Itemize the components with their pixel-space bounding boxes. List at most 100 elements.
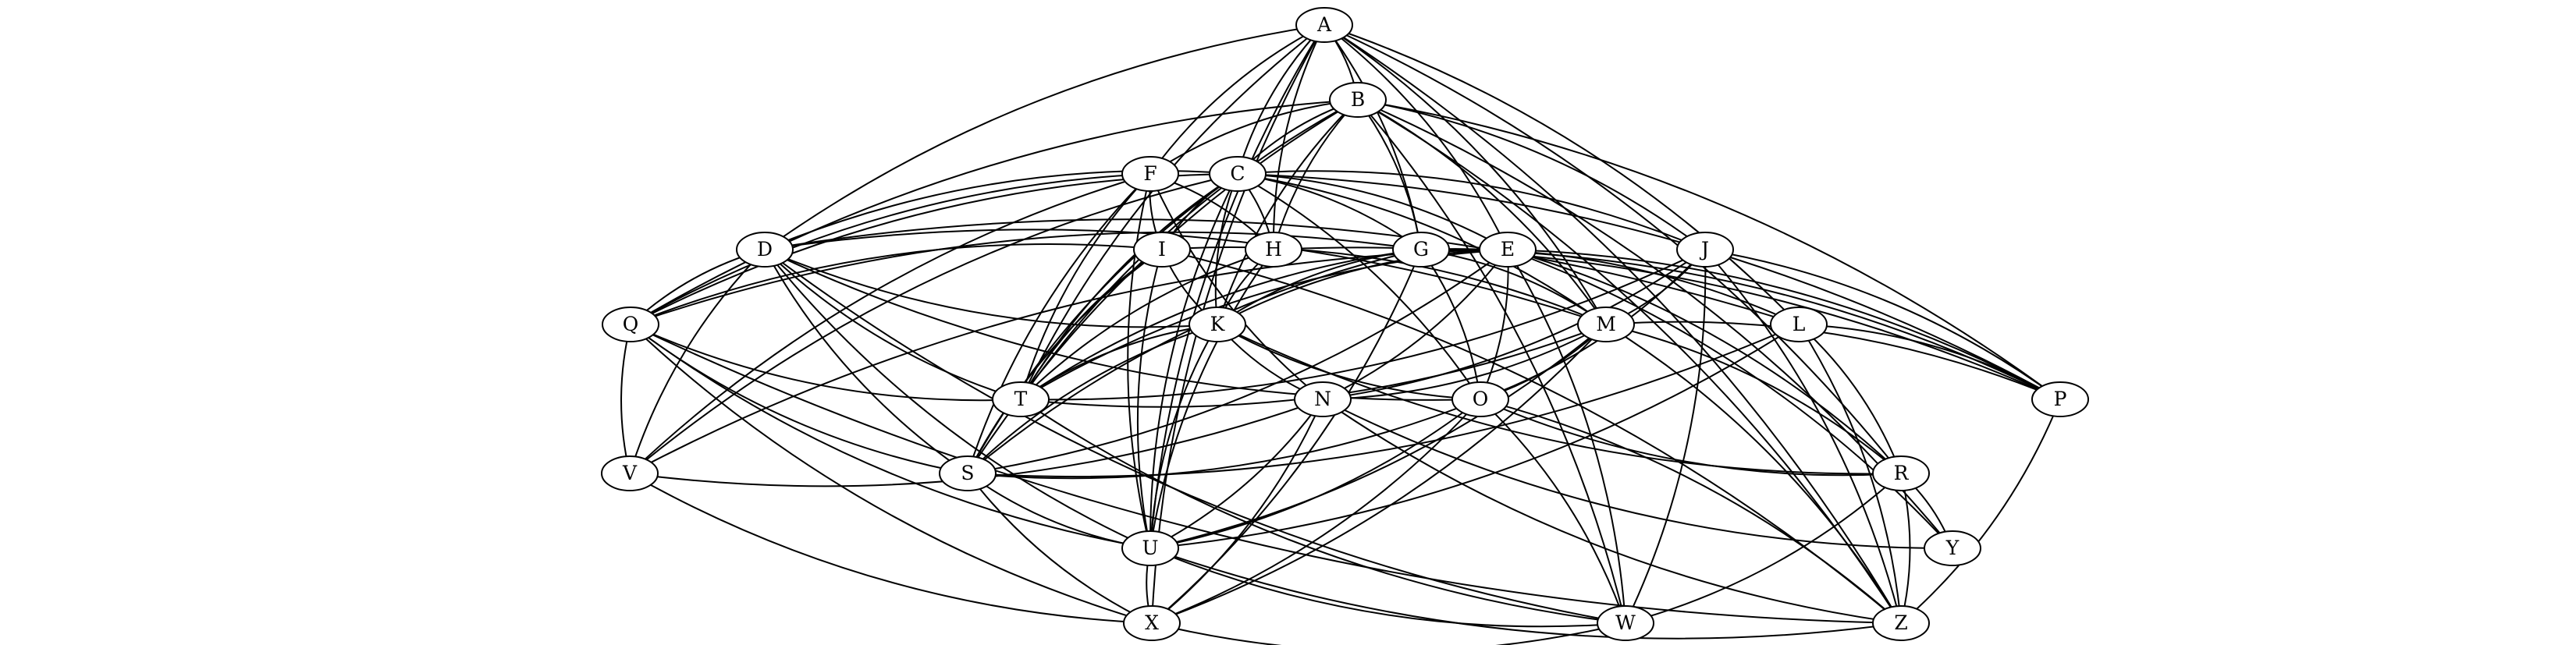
edge-F-S — [967, 173, 1151, 474]
node-A-shape — [1295, 7, 1353, 43]
node-E: E — [1479, 232, 1537, 268]
node-Q: Q — [602, 307, 659, 342]
edge-L-P — [1798, 324, 2061, 400]
edge-O-R — [1480, 399, 1902, 477]
node-D-shape — [736, 232, 794, 268]
edge-T-W — [1020, 399, 1626, 624]
node-S-label: S — [961, 462, 974, 484]
node-K-label: K — [1210, 313, 1226, 335]
edge-J-N — [1322, 249, 1706, 400]
edge-G-O — [1420, 249, 1481, 400]
edge-M-R — [1605, 324, 1902, 474]
edge-M-X — [1151, 324, 1607, 624]
node-B: B — [1329, 82, 1387, 118]
node-X-shape — [1123, 605, 1181, 641]
node-B-shape — [1329, 82, 1387, 118]
edge-O-X — [1151, 399, 1481, 624]
edge-U-Z — [1149, 548, 1902, 640]
node-Z-label: Z — [1894, 611, 1907, 634]
edge-E-N — [1322, 249, 1508, 400]
node-A: A — [1295, 7, 1353, 43]
node-Q-shape — [602, 307, 659, 342]
node-D-label: D — [757, 238, 773, 260]
edge-O-S — [967, 399, 1481, 480]
edge-N-Y — [1322, 399, 1953, 550]
node-T: T — [992, 381, 1050, 417]
node-U-label: U — [1142, 537, 1158, 559]
node-Y-shape — [1924, 530, 1981, 566]
edge-E-O — [1480, 249, 1509, 400]
edge-B-H — [1273, 99, 1359, 250]
edge-A-M — [1324, 24, 1607, 325]
node-G-shape — [1392, 232, 1450, 268]
node-J-shape — [1676, 232, 1734, 268]
node-Z: Z — [1872, 605, 1930, 641]
edge-P-Z — [1900, 399, 2061, 624]
node-N-label: N — [1314, 388, 1331, 410]
edge-K-S — [967, 324, 1218, 474]
node-Y-label: Y — [1945, 537, 1960, 559]
edge-C-E — [1237, 173, 1508, 250]
node-P: P — [2031, 381, 2089, 417]
node-T-label: T — [1014, 388, 1028, 410]
edge-R-W — [1625, 473, 1902, 624]
node-M: M — [1577, 307, 1635, 342]
node-B-label: B — [1351, 88, 1365, 111]
node-W: W — [1597, 605, 1654, 641]
node-H-label: H — [1265, 238, 1282, 260]
node-J-label: J — [1699, 238, 1709, 260]
node-P-shape — [2031, 381, 2089, 417]
edge-C-V — [629, 173, 1238, 474]
node-P-label: P — [2054, 388, 2067, 410]
edge-Q-T — [630, 324, 1022, 402]
node-F: F — [1121, 156, 1179, 192]
edge-M-U — [1149, 324, 1607, 549]
edge-Q-Z — [630, 324, 1902, 624]
node-E-shape — [1479, 232, 1537, 268]
node-S-shape — [939, 455, 997, 491]
node-L-label: L — [1793, 313, 1806, 335]
node-O: O — [1451, 381, 1509, 417]
node-X: X — [1123, 605, 1181, 641]
edge-E-S — [967, 249, 1508, 474]
edge-G-T — [1020, 249, 1422, 400]
edge-K-O — [1217, 324, 1481, 400]
edge-S-X — [967, 473, 1153, 624]
node-C: C — [1209, 156, 1267, 192]
node-K-shape — [1189, 307, 1246, 342]
edge-B-F — [1149, 99, 1359, 175]
node-R-label: R — [1894, 462, 1910, 484]
node-F-label: F — [1143, 162, 1157, 185]
node-S: S — [939, 455, 997, 491]
edge-F-Q — [630, 173, 1151, 325]
edge-I-T — [1020, 249, 1163, 400]
edge-Q-X — [630, 324, 1153, 624]
edge-B-K — [1217, 99, 1359, 325]
node-D: D — [736, 232, 794, 268]
edge-J-P — [1704, 249, 2061, 400]
node-Y: Y — [1924, 530, 1981, 566]
edge-D-L — [764, 218, 1800, 325]
edge-B-P — [1357, 99, 2061, 400]
edge-F-V — [629, 173, 1151, 474]
edge-D-M — [764, 229, 1607, 325]
node-C-shape — [1209, 156, 1267, 192]
edge-V-X — [629, 473, 1153, 624]
edge-C-P — [1237, 173, 2061, 400]
edge-R-Z — [1900, 473, 1911, 624]
edge-M-P — [1605, 321, 2061, 400]
node-L-shape — [1770, 307, 1828, 342]
node-I-shape — [1133, 232, 1191, 268]
node-I-label: I — [1158, 238, 1166, 260]
edge-D-V — [629, 249, 766, 474]
node-K: K — [1189, 307, 1246, 342]
edge-G-Q — [630, 231, 1422, 325]
node-V-shape — [601, 455, 659, 491]
edge-Q-U — [630, 324, 1151, 549]
node-Z-shape — [1872, 605, 1930, 641]
edge-H-T — [1020, 249, 1274, 400]
node-E-label: E — [1501, 238, 1515, 260]
edge-W-X — [1151, 622, 1626, 645]
edge-L-S — [967, 324, 1800, 478]
